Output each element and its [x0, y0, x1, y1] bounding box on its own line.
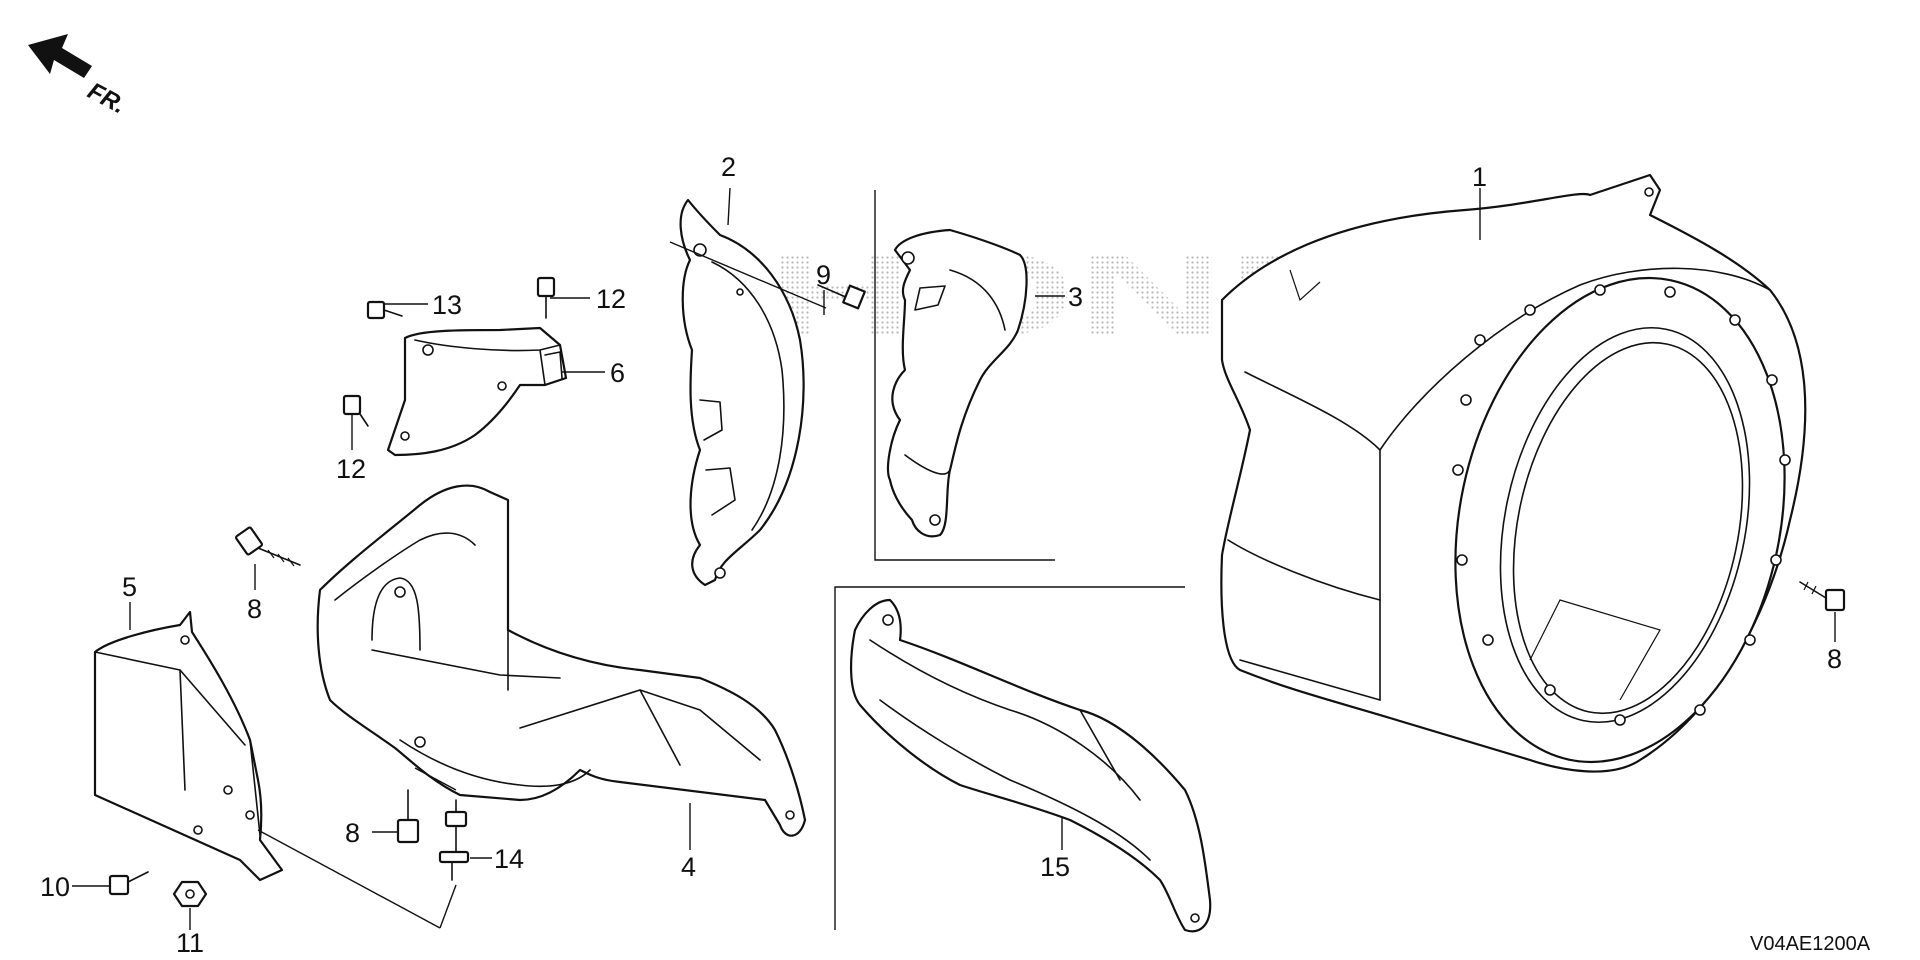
callout-4: 4	[681, 852, 696, 882]
callout-13: 13	[432, 290, 462, 320]
callout-9: 9	[816, 260, 831, 290]
callout-6: 6	[610, 358, 625, 388]
bolt-8-upper-icon	[235, 526, 301, 567]
drawing-code: V04AE1200A	[1750, 933, 1871, 955]
callout-labels: 1 2 3 4 5 6 8 8 8 9 10 11 12 12 13 14 15	[40, 152, 1842, 958]
direction-label: FR.	[83, 77, 130, 119]
side-panel-part-5	[93, 610, 284, 882]
stud-14-icon	[438, 799, 470, 881]
callout-10: 10	[40, 872, 70, 902]
callout-1: 1	[1472, 162, 1487, 192]
nut-11-icon	[172, 880, 208, 908]
callout-8-lower: 8	[345, 818, 360, 848]
bolt-8-right-icon	[1799, 581, 1846, 612]
callout-14: 14	[494, 844, 524, 874]
callout-15: 15	[1040, 852, 1070, 882]
callout-11: 11	[176, 928, 204, 958]
leader-lines	[72, 187, 1836, 930]
bolt-8-lower-icon	[396, 789, 420, 844]
fan-cover-bolt-holes	[1452, 284, 1791, 726]
bolt-12-top-icon	[536, 276, 556, 319]
callout-12-left: 12	[336, 454, 366, 484]
side-plate-part-3	[874, 190, 1055, 561]
callout-8-upper: 8	[247, 594, 262, 624]
lower-guide-part-15	[834, 586, 1212, 933]
callout-8-right: 8	[1827, 644, 1842, 674]
guide-part-2	[679, 198, 805, 587]
bracket-part-6	[386, 326, 568, 457]
callout-5: 5	[122, 572, 137, 602]
bolt-9-icon	[817, 284, 866, 310]
callout-12-top: 12	[596, 284, 626, 314]
bolt-13-icon	[366, 300, 403, 320]
bolt-10-icon	[108, 871, 149, 896]
callout-3: 3	[1068, 282, 1083, 312]
lower-duct-part-4	[316, 484, 807, 837]
callout-2: 2	[721, 152, 736, 182]
front-direction-arrow-icon	[28, 34, 92, 78]
fan-cover-part-1	[1220, 173, 1807, 773]
bolt-12-left-icon	[342, 394, 369, 427]
